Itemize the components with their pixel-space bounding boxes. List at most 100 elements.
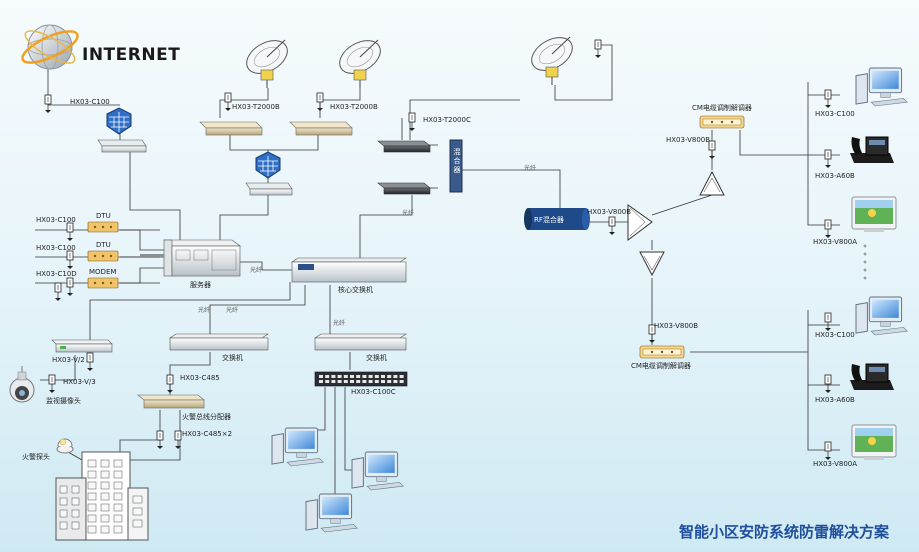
camera-encoder-device xyxy=(51,339,113,353)
surge-protector-icon xyxy=(824,441,832,460)
television-icon xyxy=(851,424,897,460)
surge-protector-icon xyxy=(708,140,716,159)
firewall-icon xyxy=(106,107,132,135)
switch-device xyxy=(314,333,407,351)
fire-detector-icon xyxy=(56,438,74,454)
label-dtu-1: DTU xyxy=(96,212,111,220)
satellite-receiver-dark xyxy=(377,182,431,195)
surge-protector-icon xyxy=(648,324,656,343)
label-c100-b: HX03-C100 xyxy=(36,244,76,252)
label-v2: HX03-V/2 xyxy=(52,356,85,364)
surge-protector-icon xyxy=(86,352,94,371)
label-server: 服务器 xyxy=(190,281,211,289)
building-icon xyxy=(55,451,149,541)
label-right-v800a-2: HX03-V800A xyxy=(813,460,858,468)
fire-bus-distributor xyxy=(137,394,205,409)
satellite-receiver xyxy=(199,121,263,136)
amplifier-icon xyxy=(627,204,653,241)
satellite-dish-icon xyxy=(531,36,573,85)
satellite-dish-icon xyxy=(246,39,288,88)
surge-protector-icon xyxy=(224,92,232,111)
label-v800b-3: HX03-V800B xyxy=(654,322,699,330)
surge-protector-icon xyxy=(54,282,62,301)
telephone-icon xyxy=(850,136,894,163)
label-switch-1: 交换机 xyxy=(222,354,243,362)
router-device xyxy=(97,139,147,153)
ellipsis-dots xyxy=(863,244,867,280)
label-right-c100-1: HX03-C100 xyxy=(815,110,855,118)
label-dtu-2: DTU xyxy=(96,241,111,249)
label-t2000b-1: HX03-T2000B xyxy=(232,103,280,111)
label-camera: 监视摄像头 xyxy=(46,397,81,405)
surge-protector-icon xyxy=(824,374,832,393)
label-c485x2: HX03-C485×2 xyxy=(182,430,233,438)
label-right-c100-2: HX03-C100 xyxy=(815,331,855,339)
mixer-box xyxy=(449,139,463,193)
dtu-device xyxy=(87,250,119,262)
satellite-dish-icon xyxy=(339,39,381,88)
label-t2000c: HX03-T2000C xyxy=(423,116,471,124)
surge-protector-icon xyxy=(66,250,74,269)
desktop-computer-icon xyxy=(855,67,908,107)
surge-protector-icon xyxy=(156,430,164,449)
cm-cable-modem xyxy=(699,115,745,129)
surge-protector-icon xyxy=(44,94,52,113)
label-c100c: HX03-C100C xyxy=(351,388,396,396)
firewall-icon xyxy=(255,151,281,179)
surge-protector-icon xyxy=(48,374,56,393)
surge-protectors xyxy=(44,39,832,460)
label-switch-2: 交换机 xyxy=(366,354,387,362)
label-modem: MODEM xyxy=(89,268,117,276)
telephone-icon xyxy=(850,363,894,390)
router-device xyxy=(245,182,293,196)
label-right-v800a-1: HX03-V800A xyxy=(813,238,858,246)
surge-protector-icon xyxy=(824,219,832,238)
switch-device xyxy=(169,333,269,351)
label-t2000b-2: HX03-T2000B xyxy=(330,103,378,111)
dtu-device xyxy=(87,221,119,233)
label-right-a60b-1: HX03-A60B xyxy=(815,172,855,180)
label-fiber: 光纤 xyxy=(333,320,346,327)
label-fiber: 光纤 xyxy=(250,267,263,274)
label-rf-combiner: RF混合器 xyxy=(534,216,564,224)
surge-protector-icon xyxy=(166,374,174,393)
label-fire-detector: 火警探头 xyxy=(22,453,50,461)
label-c100-a: HX03-C100 xyxy=(36,216,76,224)
surge-protector-icon xyxy=(316,92,324,111)
modem-device xyxy=(87,277,119,289)
desktop-computer-icon xyxy=(305,493,358,533)
surge-protector-icon xyxy=(408,112,416,131)
desktop-computer-icon xyxy=(271,427,324,467)
core-switch-device xyxy=(291,257,407,283)
internet-globe-icon xyxy=(21,24,79,70)
satellite-receiver xyxy=(289,121,353,136)
label-cm-modem-2: CM电缆调制解调器 xyxy=(631,362,691,370)
amplifier-icon xyxy=(699,170,725,196)
label-v3: HX03-V/3 xyxy=(63,378,96,386)
server-device xyxy=(140,239,241,277)
right-devices xyxy=(850,67,908,460)
label-fiber: 光纤 xyxy=(226,307,239,314)
label-fire-bus: 火警总线分配器 xyxy=(182,413,231,421)
label-cm-modem-1: CM电缆调制解调器 xyxy=(692,104,752,112)
surge-protector-icon xyxy=(824,149,832,168)
satellite-receiver-dark xyxy=(377,140,431,153)
label-right-a60b-2: HX03-A60B xyxy=(815,396,855,404)
security-camera-icon xyxy=(9,366,35,403)
surge-protector-icon xyxy=(66,277,74,296)
office-pcs xyxy=(271,427,404,533)
surge-protector-icon xyxy=(824,312,832,331)
label-fiber: 光纤 xyxy=(198,307,211,314)
surge-protector-icon xyxy=(174,430,182,449)
label-c100-internet: HX03-C100 xyxy=(70,98,110,106)
label-fiber: 光纤 xyxy=(402,210,415,217)
surge-protector-icon xyxy=(824,89,832,108)
label-core-switch: 核心交换机 xyxy=(338,286,373,294)
television-icon xyxy=(851,196,897,232)
amplifier-icon xyxy=(639,251,665,277)
label-mixer: 混合器 xyxy=(453,148,461,175)
surge-protector-icon xyxy=(594,39,602,58)
cm-cable-modem xyxy=(639,345,685,359)
internet-label: INTERNET xyxy=(82,45,181,65)
label-v800b-2: HX03-V800B xyxy=(666,136,711,144)
